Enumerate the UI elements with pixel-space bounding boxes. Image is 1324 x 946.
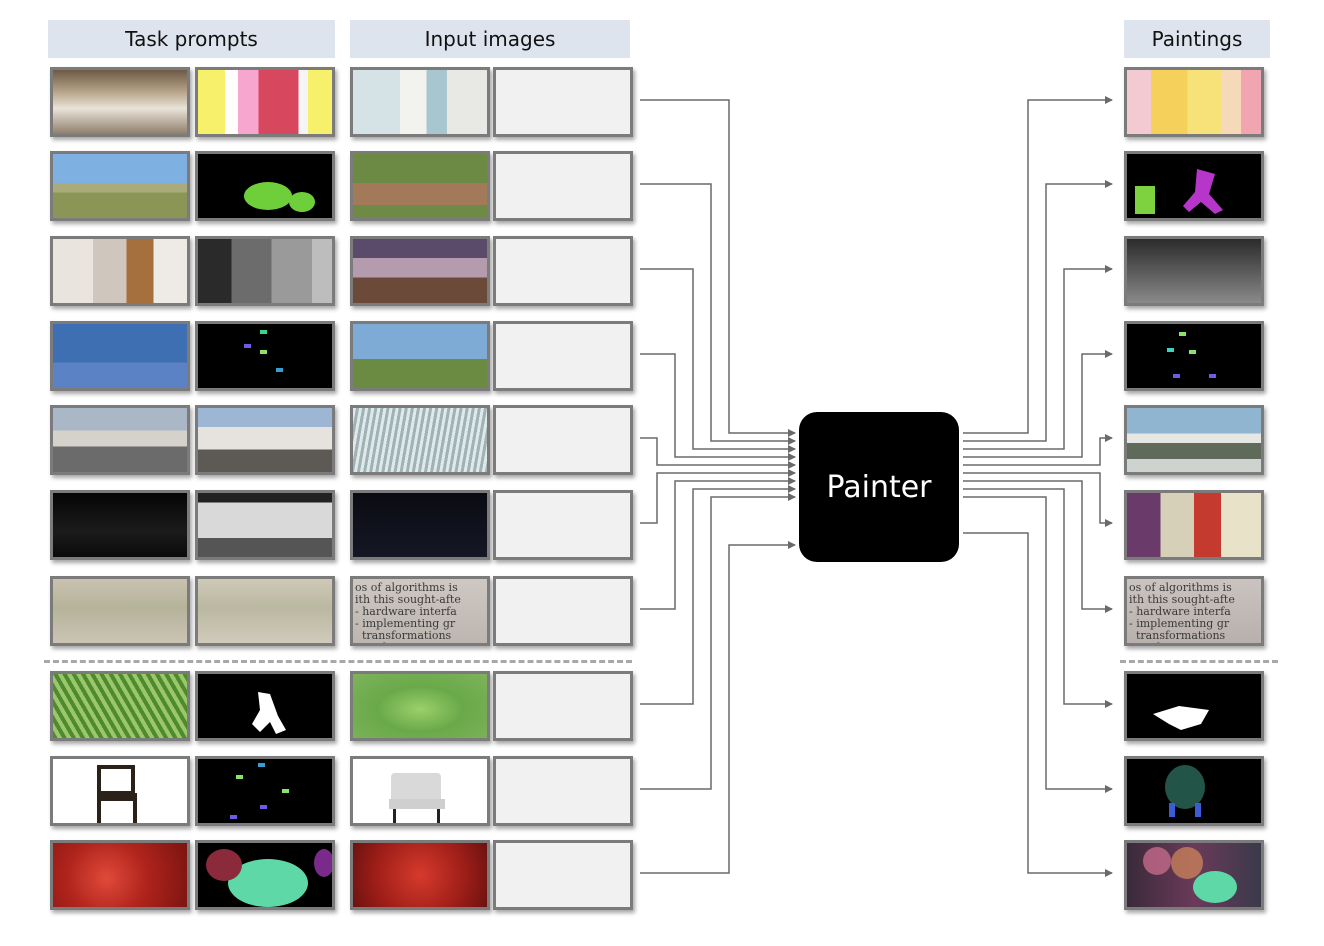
text-line: ith this sought-afte (355, 593, 461, 606)
input-arrow (640, 99, 796, 437)
cell-segmentation-map (195, 840, 335, 910)
blank-canvas-6 (493, 490, 633, 560)
blank-canvas-8 (493, 671, 633, 741)
bedroom-photo (50, 67, 190, 137)
blank-canvas-3 (493, 236, 633, 306)
text-line: etail (1129, 641, 1259, 643)
painter-label: Painter (826, 469, 932, 505)
text-line: - implementing gr (1129, 617, 1230, 630)
input-images-header: Input images (350, 20, 630, 58)
output-arrow (963, 350, 1113, 458)
green-grasshopper-photo (350, 671, 490, 741)
bright-still-life-photo (1124, 490, 1264, 560)
text-line: transformations (1129, 629, 1226, 642)
text-line: - implementing gr (355, 617, 456, 630)
cells-segmentation-output (1124, 840, 1264, 910)
text-line: - hardware interfa (1129, 605, 1231, 618)
output-arrow (963, 265, 1113, 450)
text-line: etail (355, 641, 485, 643)
input-arrow (640, 353, 796, 461)
text-line: os of algorithms is (355, 581, 458, 594)
blank-canvas-4 (493, 321, 633, 391)
input-arrow (640, 268, 796, 453)
red-blood-cells-photo (350, 840, 490, 910)
kitchen-segmentation-map (1124, 67, 1264, 137)
output-arrow (963, 96, 1113, 434)
tennis-player-photo (50, 321, 190, 391)
input-arrow (640, 477, 796, 610)
dashed-divider-left (44, 660, 632, 663)
output-arrow (963, 434, 1113, 466)
living-room-depth-map (195, 236, 335, 306)
input-arrow (640, 183, 796, 445)
sheep-field-photo (50, 151, 190, 221)
blank-canvas-7 (493, 576, 633, 646)
dark-still-life-photo (350, 490, 490, 560)
grasshopper-foreground-mask (1124, 671, 1264, 741)
input-arrow (640, 469, 796, 524)
bedroom-segmentation-map (195, 67, 335, 137)
kitchen-photo (350, 67, 490, 137)
output-arrow (963, 180, 1113, 442)
output-arrow (963, 480, 1113, 613)
text-line: transformations (355, 629, 452, 642)
grasshopper-mask (195, 671, 335, 741)
text-line: os of algorithms is (1129, 581, 1232, 594)
man-in-coat-photo (350, 321, 490, 391)
grasshopper-photo (50, 671, 190, 741)
text-line: ith this sought-afte (1129, 593, 1235, 606)
wooden-chair-photo (50, 756, 190, 826)
rainy-building-photo (50, 405, 190, 475)
dashed-divider-right (1120, 660, 1278, 663)
blank-canvas-2 (493, 151, 633, 221)
red-blood-cell-photo (50, 840, 190, 910)
paintings-header: Paintings (1124, 20, 1270, 58)
baseball-photo (350, 151, 490, 221)
text-line: - hardware interfa (355, 605, 457, 618)
man-keypoints (1124, 321, 1264, 391)
bright-dishwasher-photo (195, 490, 335, 560)
sheep-instance-masks (195, 151, 335, 221)
output-arrow (963, 488, 1113, 708)
clean-grass-photo (195, 576, 335, 646)
output-arrow (963, 532, 1113, 877)
clean-building-photo (195, 405, 335, 475)
input-arrow (640, 485, 796, 705)
noisy-grass-photo (50, 576, 190, 646)
bedroom-depth-map (1124, 236, 1264, 306)
blank-canvas-10 (493, 840, 633, 910)
input-arrow (640, 541, 796, 874)
blank-canvas-1 (493, 67, 633, 137)
dark-dishwasher-photo (50, 490, 190, 560)
living-room-photo (50, 236, 190, 306)
baseball-instance-masks (1124, 151, 1264, 221)
input-arrow (640, 493, 796, 790)
output-arrow (963, 496, 1113, 793)
chair-keypoints (195, 756, 335, 826)
rainy-viaduct-photo (350, 405, 490, 475)
chair-keypoint-heatmap (1124, 756, 1264, 826)
output-arrow (963, 472, 1113, 527)
clean-viaduct-photo (1124, 405, 1264, 475)
task-prompts-header: Task prompts (48, 20, 335, 58)
bedroom-poster-bed-photo (350, 236, 490, 306)
blank-canvas-5 (493, 405, 633, 475)
blank-canvas-9 (493, 756, 633, 826)
painter-model-box: Painter (799, 412, 959, 562)
input-arrow (640, 437, 796, 469)
tennis-keypoints (195, 321, 335, 391)
white-chair-photo (350, 756, 490, 826)
